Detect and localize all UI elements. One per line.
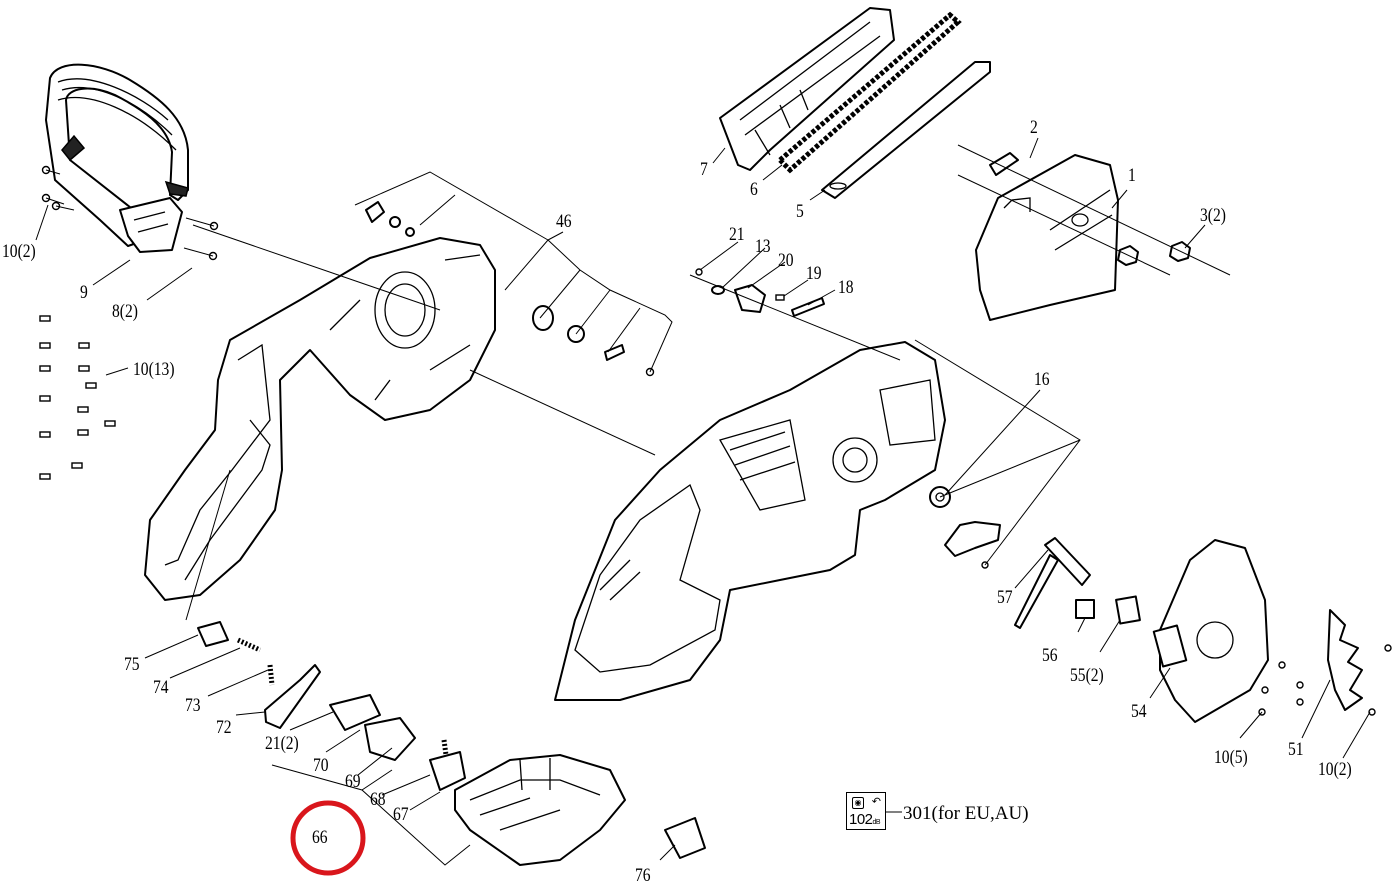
sprocket-cover (975, 152, 1119, 321)
label-part-46: 46 (556, 211, 572, 232)
combination-tool (1014, 537, 1091, 629)
noise-level-badge: ◉ ↶ 102dB (846, 792, 886, 830)
left-housing (144, 237, 496, 601)
label-part-74: 74 (153, 677, 169, 698)
bar-nuts (1117, 241, 1191, 266)
label-part-3: 3(2) (1200, 205, 1226, 226)
side-plate (1152, 539, 1269, 723)
label-part-55: 55(2) (1070, 665, 1104, 686)
label-part-69: 69 (345, 771, 361, 792)
loose-screws (39, 315, 116, 480)
label-part-10c: 10(5) (1214, 747, 1248, 768)
label-part-7: 7 (700, 159, 708, 180)
handle-screws (41, 165, 219, 261)
label-part-6: 6 (750, 179, 758, 200)
noise-unit: dB (872, 819, 881, 826)
label-part-18: 18 (838, 277, 854, 298)
label-part-10d: 10(2) (1318, 759, 1352, 780)
label-part-57: 57 (997, 587, 1013, 608)
label-part-2: 2 (1030, 117, 1038, 138)
bar-cover (719, 7, 895, 171)
label-part-73: 73 (185, 695, 201, 716)
part-76 (664, 817, 706, 859)
label-part-8: 8(2) (112, 301, 138, 322)
motor-housing (554, 341, 946, 701)
label-part-9: 9 (80, 282, 88, 303)
worm-gear-parts (365, 201, 655, 377)
label-part-72: 72 (216, 717, 232, 738)
label-part-68: 68 (370, 789, 386, 810)
guide-bar (821, 61, 991, 199)
label-part-76: 76 (635, 865, 651, 886)
label-part-301: 301(for EU,AU) (903, 803, 1029, 824)
sound-wave-icon: ↶ (871, 796, 881, 808)
hearing-protection-icon: ◉ (852, 797, 864, 809)
label-part-70: 70 (313, 755, 329, 776)
label-part-56: 56 (1042, 645, 1058, 666)
label-part-13: 13 (755, 236, 771, 257)
label-part-67: 67 (393, 804, 409, 825)
part-56 (1075, 599, 1095, 619)
saw-chain (776, 11, 962, 174)
part-55 (1115, 595, 1141, 625)
switch-parts (197, 621, 466, 791)
switch-housing (454, 754, 626, 866)
label-part-21b: 21(2) (265, 733, 299, 754)
label-part-21a: 21 (729, 224, 745, 245)
highlight-circle-66 (290, 800, 366, 876)
front-handle (45, 63, 189, 253)
label-part-10b: 10(13) (133, 359, 175, 380)
label-part-5: 5 (796, 201, 804, 222)
oiler-parts (929, 486, 1001, 569)
plate-screws (1258, 644, 1392, 716)
bumper-spike (1327, 609, 1363, 711)
label-part-66: 66 (312, 827, 328, 848)
label-part-20: 20 (778, 250, 794, 271)
label-part-16: 16 (1034, 369, 1050, 390)
label-part-75: 75 (124, 654, 140, 675)
noise-value: 102 (849, 811, 873, 828)
noise-level-value: 102dB (849, 811, 881, 828)
label-part-51: 51 (1288, 739, 1304, 760)
clutch-small-parts (695, 268, 825, 317)
label-part-10a: 10(2) (2, 241, 36, 262)
label-part-54: 54 (1131, 701, 1147, 722)
label-part-19: 19 (806, 263, 822, 284)
label-part-1: 1 (1128, 165, 1136, 186)
